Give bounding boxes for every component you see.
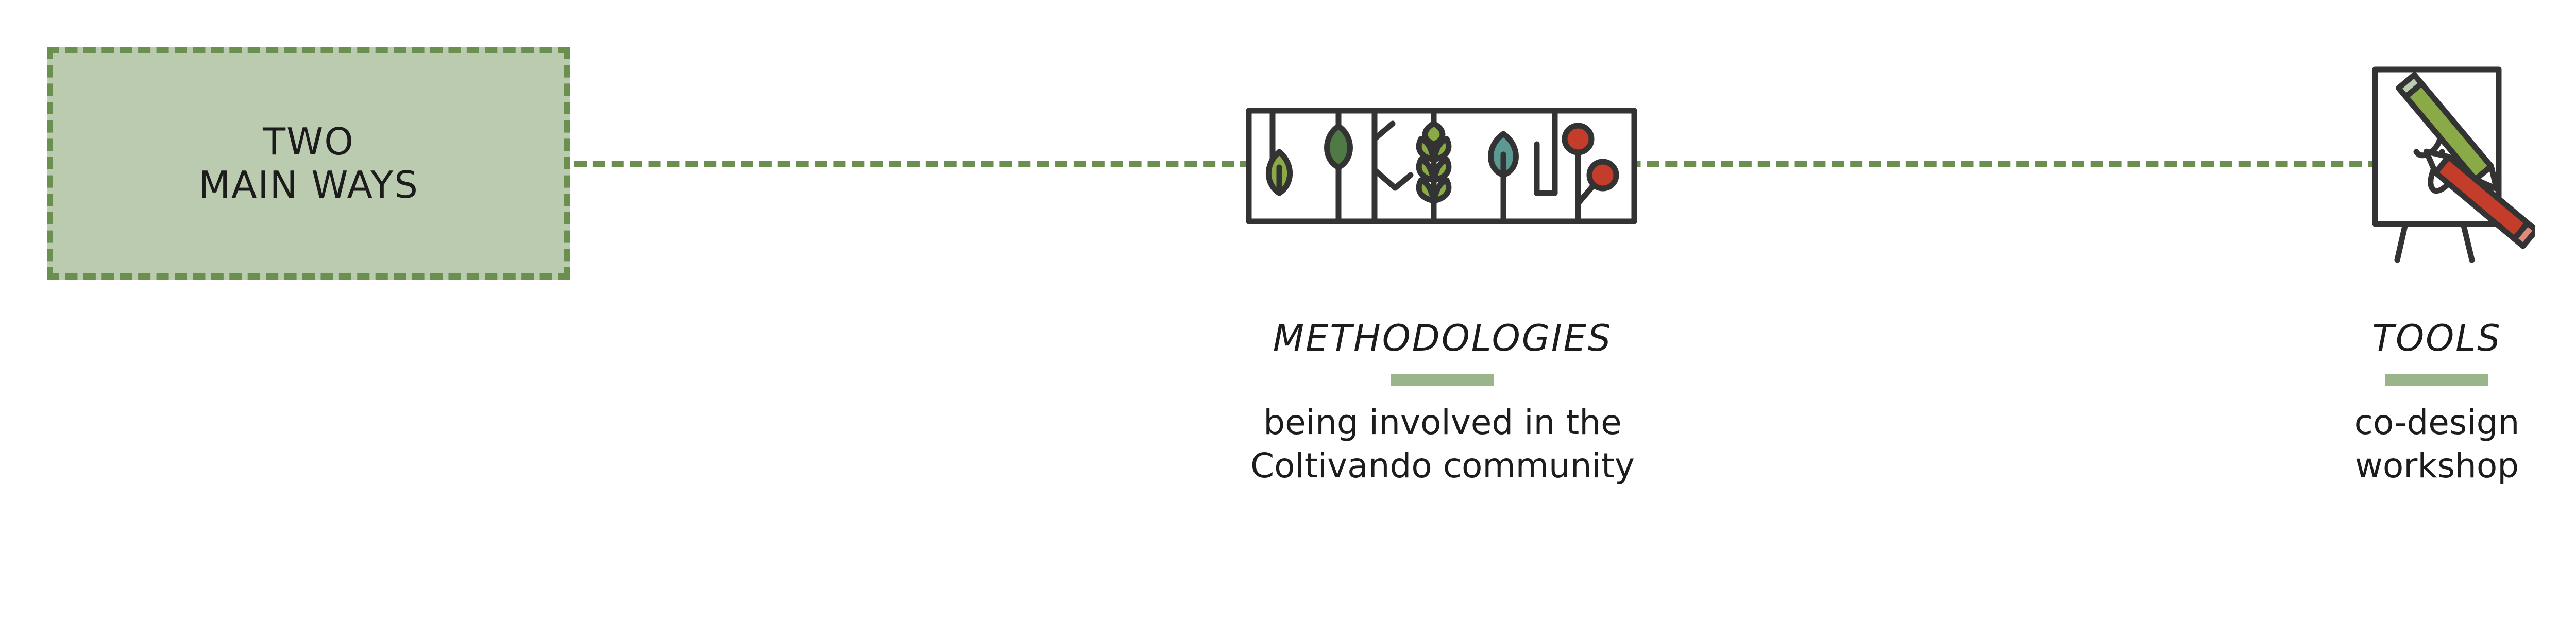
methodologies-column: METHODOLOGIES being involved in the Colt… [1185,317,1700,488]
main-ways-title: TWO MAIN WAYS [198,120,419,206]
tools-column: TOOLS co-design workshop [2334,317,2540,488]
tools-heading: TOOLS [2372,317,2502,359]
tools-description: co-design workshop [2354,403,2520,485]
plants-icon [1246,108,1637,224]
methodologies-description: being involved in the Coltivando communi… [1250,403,1635,485]
main-ways-box: TWO MAIN WAYS [47,47,570,280]
tools-underline [2385,374,2488,386]
easel-icon [2372,66,2535,263]
methodologies-underline [1391,374,1494,386]
methodologies-heading: METHODOLOGIES [1273,317,1613,359]
